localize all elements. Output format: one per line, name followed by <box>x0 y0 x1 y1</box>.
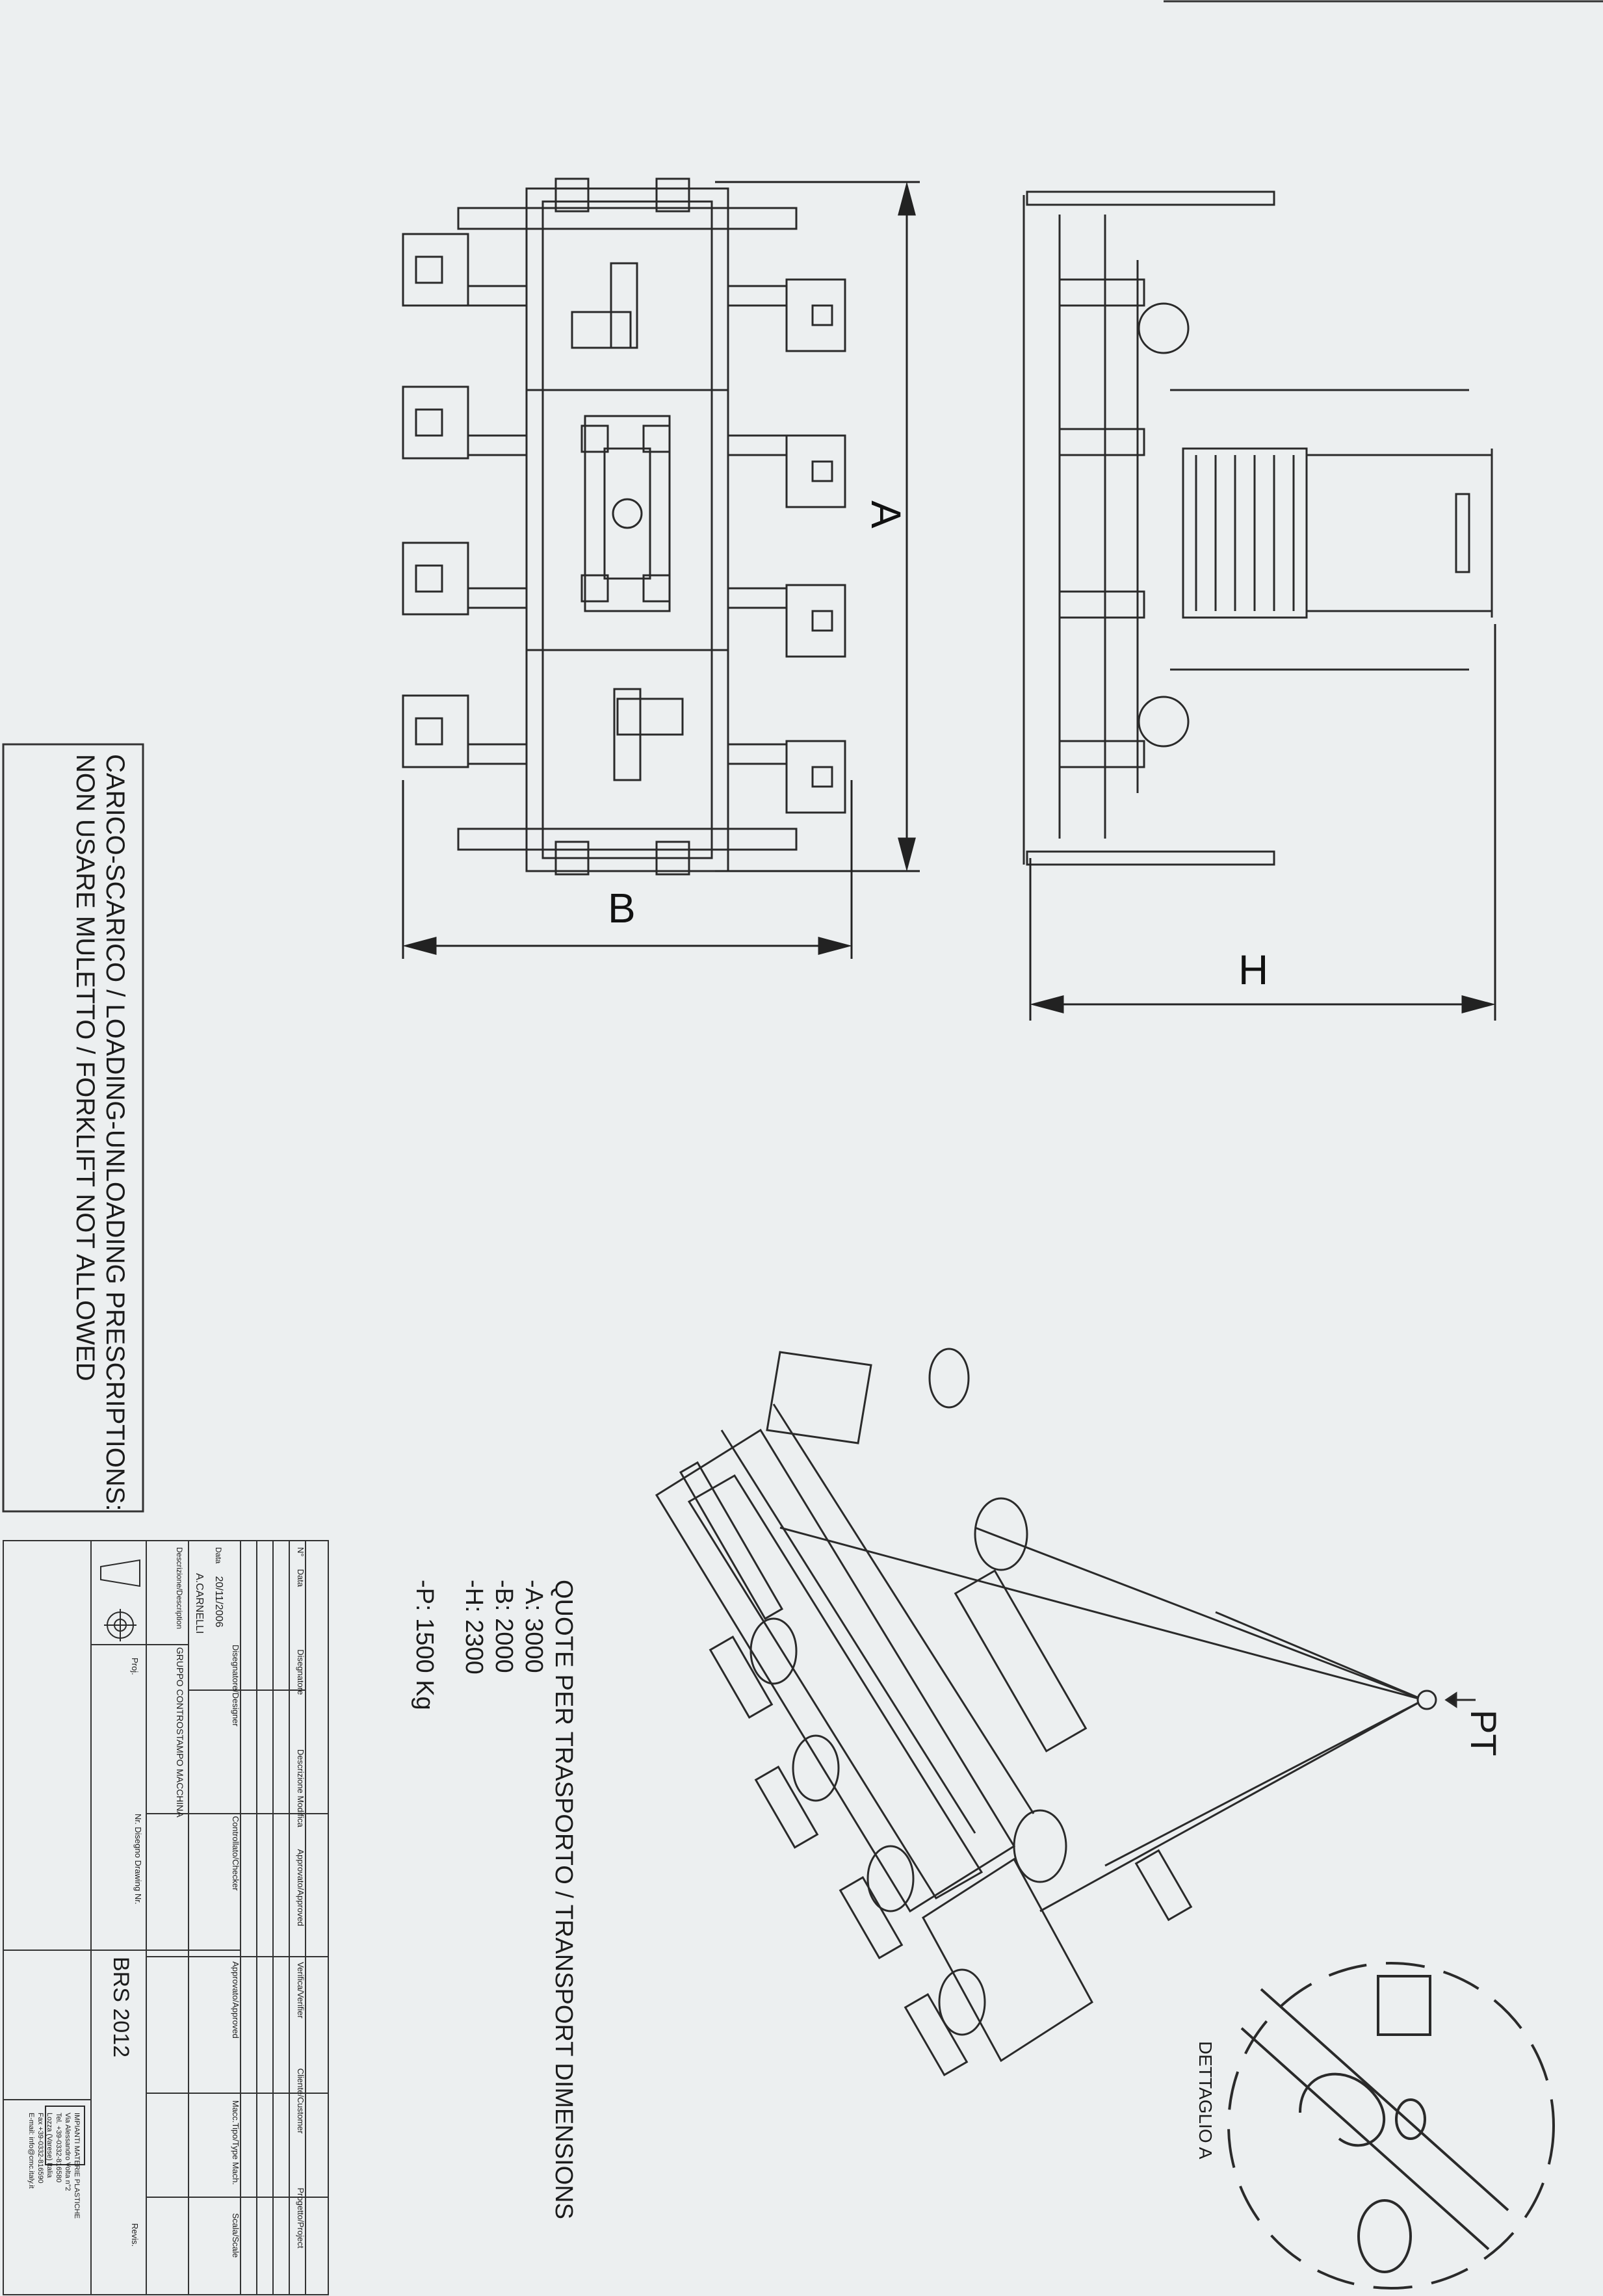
isometric-view-drawing <box>655 1348 1476 2077</box>
title-block-symbols <box>45 1559 140 2165</box>
dimension-h-label: H <box>1238 946 1269 993</box>
description-field: Descrizione/Description GRUPPO CONTROSTA… <box>175 1547 185 1818</box>
detail-a-drawing <box>1227 1962 1555 2289</box>
dimension-a-line <box>715 181 920 872</box>
company-email: E-mail: info@cmc.italy.it <box>27 2113 35 2189</box>
transport-b: -B: 2000 <box>490 1580 517 1673</box>
detail-a-label: DETTAGLIO A <box>1195 2041 1216 2159</box>
lift-point-label: PT <box>1463 1710 1504 1756</box>
drawing-number-value: BRS 2012 <box>109 1957 133 2057</box>
prescriptions-line-1: CARICO-SCARICO / LOADING-UNLOADING PRESC… <box>101 754 129 1511</box>
transport-weight: -P: 1500 Kg <box>411 1580 438 1710</box>
company-block: IMPIANTI MATERIE PLASTICHE Via Alessandr… <box>27 2113 81 2219</box>
company-city: Lozza (Varese) Italia <box>46 2113 53 2178</box>
dimension-h-line <box>1029 624 1496 1021</box>
prescriptions-text: CARICO-SCARICO / LOADING-UNLOADING PRESC… <box>70 754 130 1511</box>
title-block <box>3 1540 329 2295</box>
proj-label: Proj. <box>130 1658 140 1675</box>
transport-dimensions: QUOTE PER TRASPORTO / TRANSPORT DIMENSIO… <box>410 1580 579 2219</box>
date-field: Data 20/11/2006 <box>213 1547 224 1628</box>
dimension-b-label: B <box>608 885 636 932</box>
prescriptions-box <box>2 743 144 1513</box>
designer-field: A.CARNELLI <box>194 1573 205 1634</box>
dimension-b-line <box>402 780 853 959</box>
side-view-drawing <box>1023 190 1493 866</box>
transport-title: QUOTE PER TRASPORTO / TRANSPORT DIMENSIO… <box>550 1580 577 2219</box>
top-view-drawing <box>402 177 846 876</box>
company-fax: Fax +39-0332-816590 <box>36 2113 44 2184</box>
prescriptions-line-2: NON USARE MULETTO / FORKLIFT NOT ALLOWED <box>71 754 99 1381</box>
transport-h: -H: 2300 <box>460 1580 488 1675</box>
drawing-number-label: Nr. Disegno Drawing Nr. <box>133 1814 143 1905</box>
transport-a: -A: 3000 <box>520 1580 547 1673</box>
company-name: IMPIANTI MATERIE PLASTICHE <box>73 2113 81 2219</box>
revision-header-row: N° Data Disegnatore Descrizione Modifica… <box>296 1547 306 2249</box>
revis-label: Revis. <box>130 2223 140 2247</box>
company-address: Via Alessandro Volta n°2 <box>64 2113 72 2191</box>
company-tel: Tel. +39-0332-816580 <box>55 2113 62 2183</box>
approval-header-row: Disegnatore/Designer Controllato/Checker… <box>231 1645 241 2258</box>
